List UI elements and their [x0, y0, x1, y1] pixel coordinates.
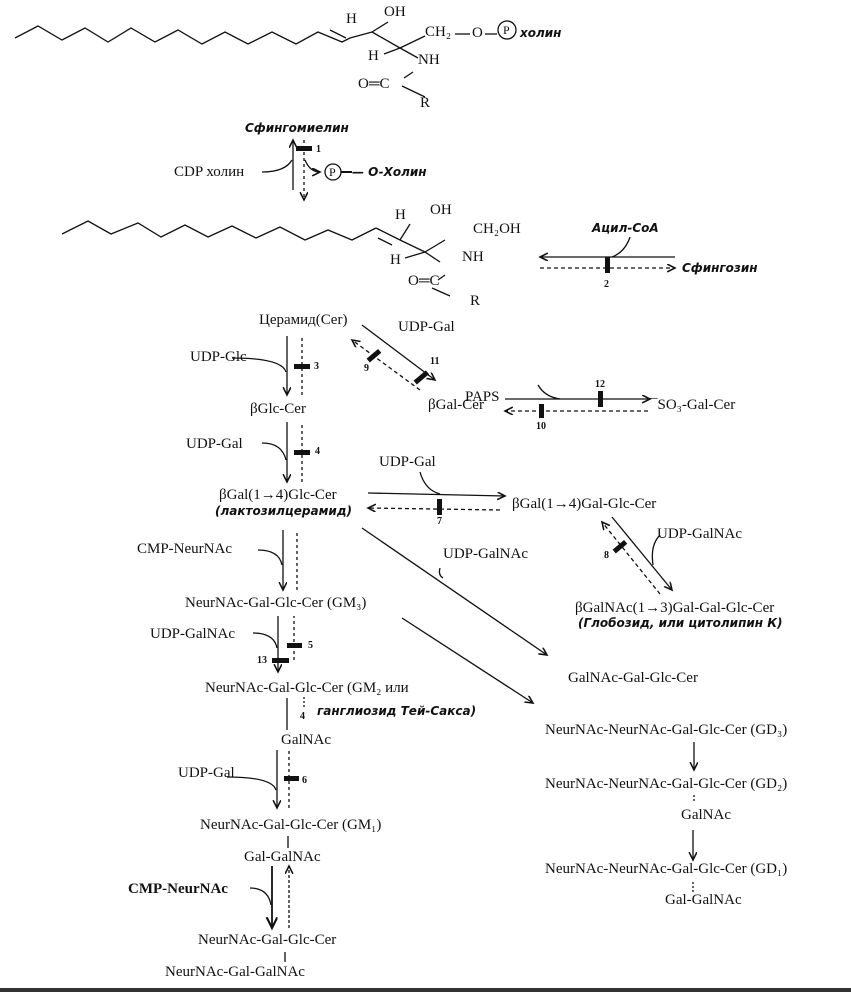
ceramide-chain [61, 220, 377, 241]
label-lactosylceramide: βGal(1→4)Glc-Cer [219, 487, 337, 503]
enzyme-number-6: 6 [302, 775, 307, 786]
cer-nh: NH [462, 249, 484, 265]
enzyme-number-11: 11 [430, 356, 440, 367]
enzyme-number-1: 1 [316, 144, 321, 155]
label-gm1-galgalnac: Gal-GalNAc [244, 849, 321, 865]
label-udp-glc: UDP-Glc [190, 349, 247, 365]
sm-h2: H [368, 48, 379, 64]
enzyme-number-12: 12 [595, 379, 605, 390]
label-gd2-galnac: GalNAc [681, 807, 731, 823]
label-galnac-1: GalNAc [281, 732, 331, 748]
cer-r: R [470, 293, 481, 309]
sm-choline: холин [520, 26, 562, 40]
sm-phosphate: P [503, 23, 510, 37]
cer-oc: O═C [408, 273, 440, 289]
enzyme-block-11 [413, 370, 430, 385]
sm-oc: O═C [358, 76, 390, 92]
label-udp-gal-3: UDP-Gal [379, 454, 436, 470]
label-o-choline: — O-Холин [352, 165, 427, 179]
label-sulfatide: ¯SO₃-Gal-Cer [650, 397, 736, 413]
label-sphingomyelin: Сфингомиелин [245, 121, 349, 135]
label-lactosylceramide-ru: (лактозилцерамид) [215, 504, 352, 518]
enzyme-number-2: 2 [604, 279, 609, 290]
label-gm1: NeurNAc-Gal-Glc-Cer (GM₁) [200, 817, 382, 833]
enzyme-number-13: 13 [257, 655, 267, 666]
label-gd1-galgalnac: Gal-GalNAc [665, 892, 742, 908]
label-gd2: NeurNAc-NeurNAc-Gal-Glc-Cer (GD₂) [545, 776, 788, 792]
enzyme-blocks [272, 146, 628, 781]
label-b-gal-cer: βGal-Cer [428, 397, 484, 413]
enzyme-block-4 [294, 450, 310, 455]
cer-h1: H [395, 207, 406, 223]
enzyme-block-13 [272, 658, 289, 663]
cer-h2: H [390, 252, 401, 268]
enzyme-block-9 [366, 348, 382, 363]
label-galnac-gal-glc-cer: GalNAc-Gal-Glc-Cer [568, 670, 698, 686]
label-gd1a-branch: NeurNAc-Gal-GalNAc [165, 964, 305, 980]
enzyme-block-3 [294, 364, 310, 369]
sm-ch2: CH₂ [425, 24, 452, 40]
label-udp-galnac-left: UDP-GalNAc [150, 626, 235, 642]
sphingomyelin-chain [14, 25, 373, 45]
cer-ch2oh: CH₂OH [473, 221, 521, 237]
label-udp-gal-top: UDP-Gal [398, 319, 455, 335]
enzyme-number-5: 5 [308, 640, 313, 651]
enzyme-block-8 [612, 539, 628, 554]
label-udp-gal-2: UDP-Gal [186, 436, 243, 452]
label-udp-galnac-mid: UDP-GalNAc [443, 546, 528, 562]
enzyme-number-7: 7 [437, 516, 442, 527]
label-gd1: NeurNAc-NeurNAc-Gal-Glc-Cer (GD₁) [545, 861, 788, 877]
label-gd1a: NeurNAc-Gal-Glc-Cer [198, 932, 337, 948]
label-cmp-neurnac-1: CMP-NeurNAc [137, 541, 232, 557]
enzyme-block-2 [605, 257, 610, 273]
label-udp-gal-4: UDP-Gal [178, 765, 235, 781]
enzyme-block-1 [296, 146, 312, 151]
label-acyl-coa: Ацил-CoA [592, 221, 659, 235]
enzyme-number-9: 9 [364, 363, 369, 374]
enzyme-block-7 [437, 499, 442, 515]
sm-h1: H [346, 11, 357, 27]
enzyme-number-8: 8 [604, 550, 609, 561]
label-b-glc-cer: βGlc-Cer [250, 401, 306, 417]
enzyme-block-12 [598, 391, 603, 407]
sm-nh: NH [418, 52, 440, 68]
sm-oh: OH [384, 4, 406, 20]
enzyme-block-5 [287, 643, 302, 648]
enzyme-block-6 [284, 776, 299, 781]
label-globoside: βGalNAc(1→3)Gal-Gal-Glc-Cer [575, 600, 775, 616]
bottom-border [0, 988, 851, 992]
label-sphingosine: Сфингозин [682, 261, 758, 275]
label-gm2: NeurNAc-Gal-Glc-Cer (GM₂ или [205, 680, 409, 696]
label-gm2-ru: ганглиозид Тей-Сакса) [317, 704, 477, 718]
branch-number-4: 4 [300, 711, 305, 722]
enzyme-number-10: 10 [536, 421, 546, 432]
label-gd3: NeurNAc-NeurNAc-Gal-Glc-Cer (GD₃) [545, 722, 788, 738]
sm-o: O [472, 25, 483, 41]
enzyme-number-3: 3 [314, 361, 319, 372]
cer-oh: OH [430, 202, 452, 218]
label-cdp-choline: CDP холин [174, 164, 245, 180]
label-globoside-ru: (Глобозид, или цитолипин К) [578, 616, 783, 630]
enzyme-number-4: 4 [315, 446, 320, 457]
label-udp-galnac-right: UDP-GalNAc [657, 526, 742, 542]
label-paps: PAPS [465, 389, 500, 405]
enzyme-block-10 [539, 404, 544, 418]
sm-r: R [420, 95, 431, 111]
label-gal-gal-glc-cer: βGal(1→4)Gal-Glc-Cer [512, 496, 657, 512]
label-p-circle: P [329, 165, 336, 179]
label-gm3: NeurNAc-Gal-Glc-Cer (GM₃) [185, 595, 367, 611]
label-cmp-neurnac-2: CMP-NeurNAc [128, 881, 228, 897]
label-ceramide: Церамид(Cer) [259, 312, 348, 328]
